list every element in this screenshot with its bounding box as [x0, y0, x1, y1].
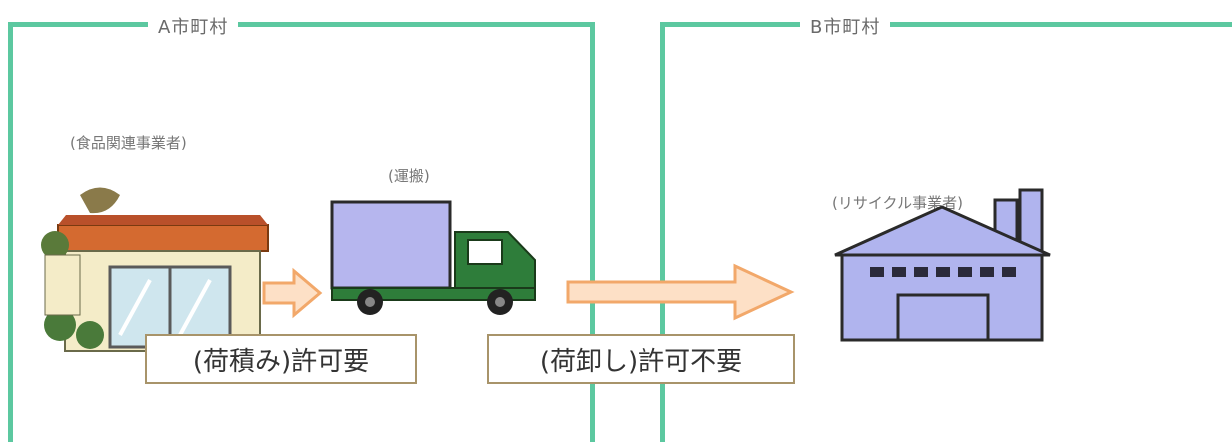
- unloading-permit-label: (荷卸し)許可不要: [487, 334, 795, 384]
- recycling-business-label: (リサイクル事業者): [832, 194, 963, 212]
- transport-label: (運搬): [388, 167, 430, 185]
- factory-icon: [834, 188, 1051, 342]
- food-business-label: (食品関連事業者): [70, 134, 187, 152]
- region-a-title: A市町村: [148, 13, 239, 39]
- region-b-title: B市町村: [800, 13, 891, 39]
- arrow-icon: [262, 267, 323, 319]
- truck-icon: [330, 200, 536, 315]
- shop-icon: [41, 187, 269, 352]
- region-a-frame: A市町村: [8, 13, 595, 442]
- long-arrow-icon: [566, 263, 795, 321]
- loading-permit-label: (荷積み)許可要: [145, 334, 417, 384]
- region-b-frame: B市町村: [660, 13, 1232, 442]
